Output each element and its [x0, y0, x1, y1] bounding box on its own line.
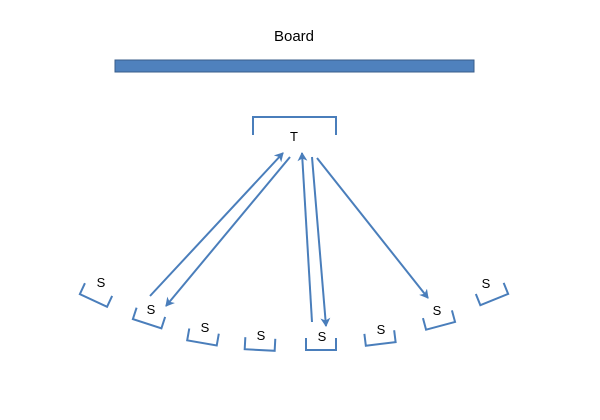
student-label-8: S [482, 276, 491, 291]
student-label-3: S [201, 320, 210, 335]
student-label-4: S [257, 328, 266, 343]
teacher-label: T [290, 129, 298, 144]
student-label-2: S [147, 302, 156, 317]
student-label-7: S [433, 303, 442, 318]
student-label-5: S [318, 329, 327, 344]
arrow-teacher-to-student-left [165, 156, 291, 307]
student-label-1: S [97, 275, 106, 290]
student-seat-4 [243, 337, 277, 352]
student-seat-3 [186, 328, 220, 347]
student-seat-2 [131, 307, 167, 330]
student-seat-6 [363, 330, 397, 347]
student-seat-1 [78, 282, 114, 309]
arrow-teacher-to-student-right [316, 157, 429, 299]
teacher-desk [252, 116, 337, 135]
student-label-6: S [377, 322, 386, 337]
board-bar [114, 59, 475, 73]
student-seat-5 [305, 338, 337, 351]
arrow-student-center-to-teacher [297, 152, 313, 323]
student-seat-7 [421, 310, 457, 331]
student-seat-8 [474, 282, 510, 307]
board-label: Board [274, 28, 314, 45]
arrow-teacher-to-student-center [311, 156, 331, 327]
arrow-student-left-to-teacher [149, 152, 284, 297]
